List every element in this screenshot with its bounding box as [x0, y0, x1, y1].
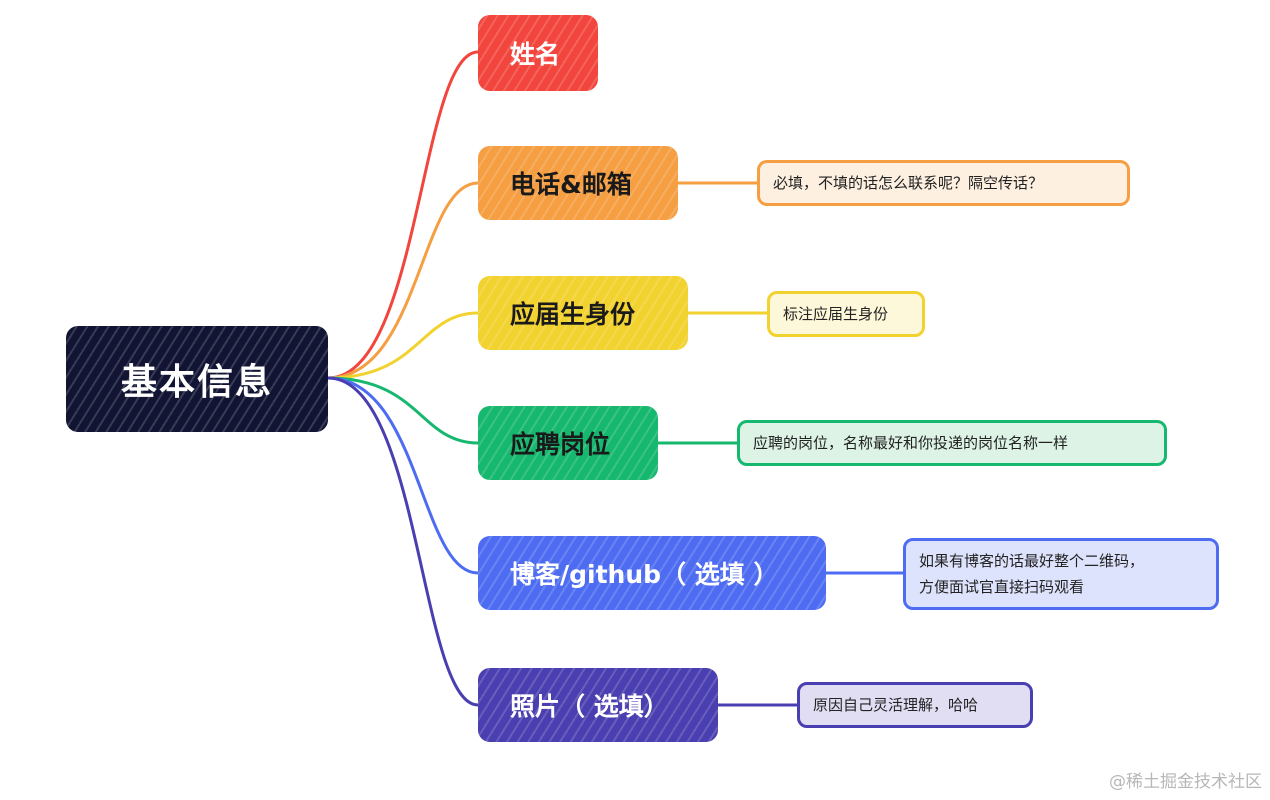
note-text: 标注应届生身份: [783, 305, 889, 323]
note-text-line-1: 如果有博客的话最好整个二维码，: [919, 552, 1145, 570]
branch-name[interactable]: 姓名: [478, 15, 598, 91]
branch-blog[interactable]: 博客/github（ 选填 ）: [478, 536, 826, 610]
branch-contact[interactable]: 电话&邮箱: [478, 146, 678, 220]
note-text-line-2: 方便面试官直接扫码观看: [919, 578, 1085, 596]
note-text: 必填，不填的话怎么联系呢？隔空传话？: [773, 174, 1044, 192]
branch-photo[interactable]: 照片（ 选填）: [478, 668, 718, 742]
connector-contact: [327, 181, 479, 380]
note-blog[interactable]: 如果有博客的话最好整个二维码， 方便面试官直接扫码观看: [903, 538, 1219, 610]
note-position[interactable]: 应聘的岗位，名称最好和你投递的岗位名称一样: [737, 420, 1167, 466]
connector-name: [327, 50, 479, 380]
note-contact[interactable]: 必填，不填的话怎么联系呢？隔空传话？: [757, 160, 1130, 206]
branch-label: 博客/github（ 选填 ）: [510, 560, 779, 589]
note-text: 应聘的岗位，名称最好和你投递的岗位名称一样: [753, 434, 1069, 452]
branch-label: 照片（ 选填）: [510, 692, 669, 721]
root-node[interactable]: 基本信息: [66, 326, 328, 432]
connector-photo: [327, 376, 479, 707]
branch-label: 应聘岗位: [510, 430, 611, 459]
watermark: @稀土掘金技术社区: [1109, 772, 1262, 792]
branch-label: 应届生身份: [510, 300, 636, 329]
connector-grad: [327, 311, 479, 380]
branch-position[interactable]: 应聘岗位: [478, 406, 658, 480]
note-grad[interactable]: 标注应届生身份: [767, 291, 925, 337]
branch-label: 姓名: [510, 40, 561, 69]
connector-position: [327, 376, 479, 445]
connector-blog: [327, 376, 479, 575]
branch-label: 电话&邮箱: [510, 170, 632, 199]
root-label: 基本信息: [120, 362, 273, 403]
note-photo[interactable]: 原因自己灵活理解，哈哈: [797, 682, 1033, 728]
branch-grad[interactable]: 应届生身份: [478, 276, 688, 350]
note-text: 原因自己灵活理解，哈哈: [813, 696, 979, 714]
